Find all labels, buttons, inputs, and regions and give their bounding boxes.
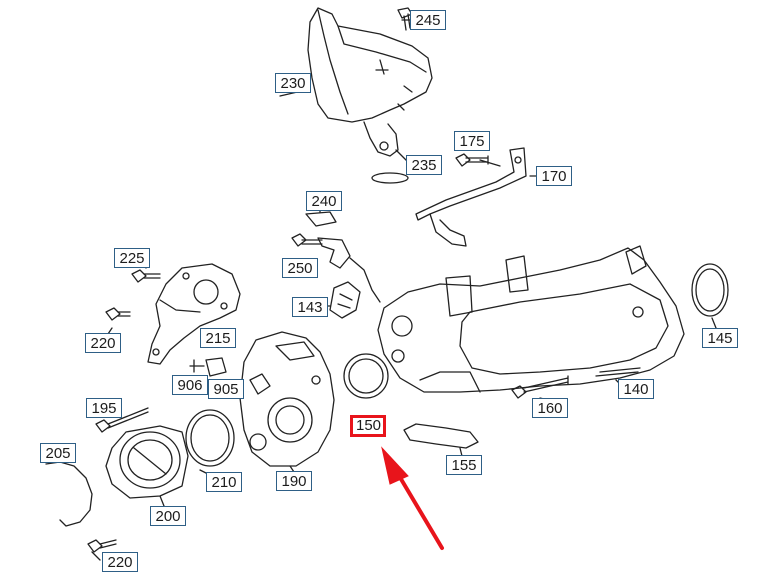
callout-245[interactable]: 245	[410, 10, 446, 30]
part-150-gasket	[343, 353, 389, 399]
part-250-bolt	[291, 233, 323, 247]
callout-220-upper[interactable]: 220	[85, 333, 121, 353]
callout-190[interactable]: 190	[276, 471, 312, 491]
callout-150-highlighted[interactable]: 150	[350, 415, 386, 437]
highlight-arrow	[381, 446, 444, 550]
callout-155[interactable]: 155	[446, 455, 482, 475]
part-235-oring	[371, 172, 409, 184]
callout-200[interactable]: 200	[150, 506, 186, 526]
callout-225[interactable]: 225	[114, 248, 150, 268]
callout-230[interactable]: 230	[275, 73, 311, 93]
callout-175[interactable]: 175	[454, 131, 490, 151]
part-200-housing	[105, 425, 189, 499]
callout-906[interactable]: 906	[172, 375, 208, 395]
part-210-gasket	[185, 409, 235, 467]
callout-220-lower[interactable]: 220	[102, 552, 138, 572]
callout-140[interactable]: 140	[618, 379, 654, 399]
part-145-ring	[691, 263, 729, 317]
part-230-reservoir	[307, 7, 433, 157]
callout-160[interactable]: 160	[532, 398, 568, 418]
callout-235[interactable]: 235	[406, 155, 442, 175]
part-190-throttle-body	[239, 331, 335, 467]
part-225-bolt	[131, 269, 161, 283]
part-220-bolt-upper	[105, 307, 131, 321]
callout-215[interactable]: 215	[200, 328, 236, 348]
part-175-bolt	[455, 153, 489, 167]
part-143-sensor	[329, 281, 361, 319]
callout-205[interactable]: 205	[40, 443, 76, 463]
part-195-bolt	[95, 407, 149, 433]
callout-143[interactable]: 143	[292, 297, 328, 317]
callout-145[interactable]: 145	[702, 328, 738, 348]
sensor-bracket	[317, 237, 351, 269]
part-906-905-connector	[189, 357, 227, 377]
part-215-bracket	[147, 263, 241, 365]
callout-210[interactable]: 210	[206, 472, 242, 492]
callout-905[interactable]: 905	[208, 379, 244, 399]
callout-250[interactable]: 250	[282, 258, 318, 278]
part-170-bracket	[415, 147, 527, 247]
part-140-manifold	[377, 245, 685, 393]
part-160-bolt	[511, 375, 569, 399]
callout-170[interactable]: 170	[536, 166, 572, 186]
part-220-bolt-lower	[87, 539, 117, 553]
part-205-clip	[45, 461, 93, 527]
callout-195[interactable]: 195	[86, 398, 122, 418]
part-155-gasket	[403, 423, 479, 449]
callout-240[interactable]: 240	[306, 191, 342, 211]
part-240-clip	[305, 211, 337, 227]
